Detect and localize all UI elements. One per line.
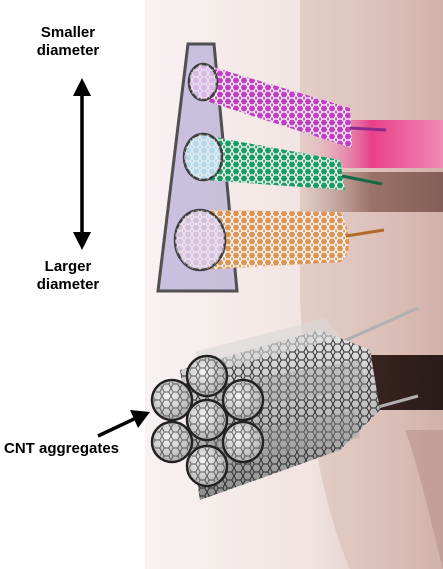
larger-diameter-line1: Larger [8, 258, 128, 276]
larger-diameter-label: Larger diameter [8, 258, 128, 294]
cnt-aggregates-label: CNT aggregates [4, 440, 154, 458]
smaller-diameter-line1: Smaller [8, 24, 128, 42]
smaller-diameter-line2: diameter [8, 42, 128, 60]
larger-diameter-line2: diameter [8, 276, 128, 294]
diagonal-arrow-icon [98, 410, 150, 436]
vertical-double-arrow-icon [73, 78, 91, 250]
smaller-diameter-label: Smaller diameter [8, 24, 128, 60]
